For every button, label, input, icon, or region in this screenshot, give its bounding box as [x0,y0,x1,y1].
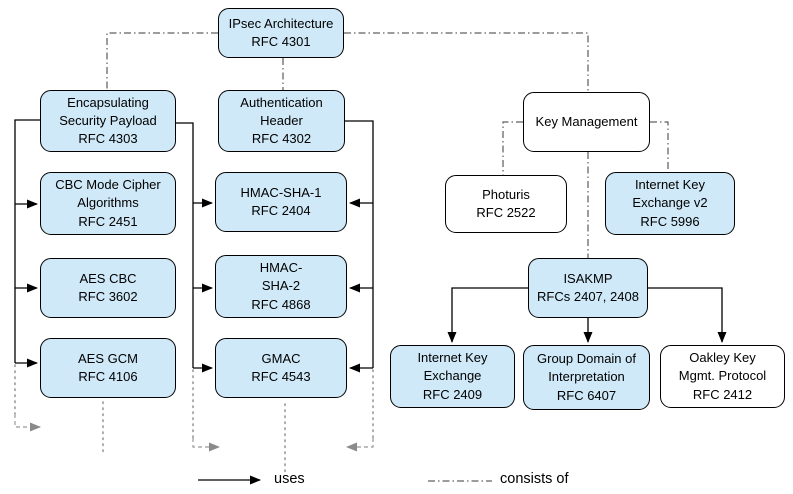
node-aes-gcm: AES GCM RFC 4106 [40,338,176,398]
node-ike-v2: Internet Key Exchange v2 RFC 5996 [605,172,735,235]
node-authentication-header: Authentication Header RFC 4302 [218,90,345,152]
legend-consists-of-label: consists of [500,471,569,487]
node-gmac: GMAC RFC 4543 [215,338,347,398]
connector-ipsec-to-esp [106,32,218,90]
connector-ipsec-to-key-management [344,32,589,92]
node-aes-cbc: AES CBC RFC 3602 [40,258,176,318]
node-isakmp: ISAKMP RFCs 2407, 2408 [528,258,648,318]
node-photuris: Photuris RFC 2522 [445,175,567,233]
continuation-dots [102,401,286,474]
connector-km-to-photuris [502,121,523,175]
connector-isakmp-to-oakley [648,287,727,343]
connector-isakmp-to-ike [447,287,528,343]
connector-km-to-ikev2 [650,121,669,172]
node-hmac-sha1: HMAC-SHA-1 RFC 2404 [215,172,347,232]
node-hmac-sha2: HMAC- SHA-2 RFC 4868 [215,255,347,318]
connector-esp-right-bus [176,122,220,452]
connector-esp-left-bus [14,119,41,432]
node-gdoi: Group Domain of Interpretation RFC 6407 [523,345,650,410]
legend-uses-label: uses [274,471,305,487]
node-key-management: Key Management [523,92,650,152]
node-ike: Internet Key Exchange RFC 2409 [390,345,515,408]
node-ipsec-architecture: IPsec Architecture RFC 4301 [218,8,344,58]
node-cbc-mode-cipher: CBC Mode Cipher Algorithms RFC 2451 [40,172,176,235]
node-oakley: Oakley Key Mgmt. Protocol RFC 2412 [660,345,785,408]
node-esp: Encapsulating Security Payload RFC 4303 [40,90,176,152]
connector-ah-right-bus [345,120,374,452]
